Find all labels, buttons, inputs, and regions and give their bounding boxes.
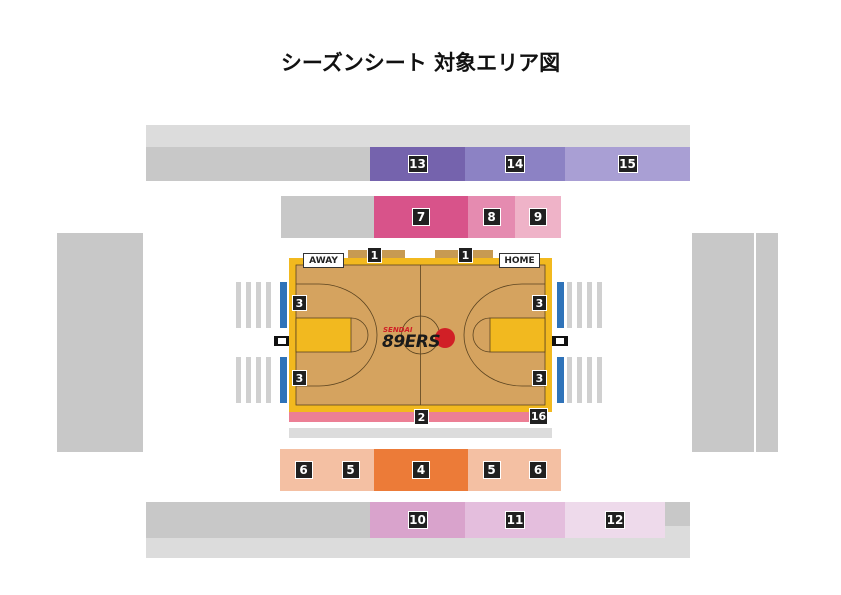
section-8-area[interactable]: 8 <box>468 196 515 238</box>
section-14-badge: 14 <box>506 156 524 172</box>
page-title: シーズンシート 対象エリア図 <box>280 51 561 75</box>
section-3-bottom-left-badge[interactable]: 3 <box>293 371 306 385</box>
court-drawing <box>289 258 552 412</box>
home-label: HOME <box>499 253 540 268</box>
right-stand-outer <box>756 233 778 452</box>
left-basket-icon <box>274 336 296 346</box>
section-6-right-area[interactable]: 6 <box>515 449 561 491</box>
bottom-stand-left <box>146 502 370 538</box>
left-stand <box>57 233 143 452</box>
section-12-area[interactable]: 12 <box>565 502 665 538</box>
section-5-left-badge: 5 <box>342 462 359 478</box>
section-9-badge: 9 <box>530 209 546 225</box>
section-4-badge: 4 <box>413 462 429 478</box>
section-5-left-area[interactable]: 5 <box>327 449 374 491</box>
section-11-area[interactable]: 11 <box>465 502 565 538</box>
logo-ball-icon <box>435 328 455 348</box>
right-stand-inner <box>692 233 754 452</box>
section-3-bottom-left-area[interactable] <box>280 357 287 403</box>
section-10-area[interactable]: 10 <box>370 502 465 538</box>
section-16-badge[interactable]: 16 <box>530 409 547 424</box>
logo-top-text: SENDAI <box>383 326 413 334</box>
section-2-area[interactable] <box>289 412 529 422</box>
right-end-seats-upper <box>567 282 611 328</box>
top-stand-left <box>146 147 370 181</box>
section-12-badge: 12 <box>606 512 624 528</box>
section-14-area[interactable]: 14 <box>465 147 565 181</box>
section-3-bottom-right-badge[interactable]: 3 <box>533 371 546 385</box>
top-lower-stand-left <box>281 196 374 238</box>
team-logo: SENDAI 89ERS <box>381 326 461 356</box>
section-3-top-right-area[interactable] <box>557 282 564 328</box>
section-2-badge: 2 <box>415 410 428 424</box>
right-basket-icon <box>546 336 568 346</box>
bottom-stand-floor <box>146 538 690 558</box>
section-8-badge: 8 <box>483 209 500 225</box>
section-6-left-badge: 6 <box>295 462 312 478</box>
logo-main-text: 89ERS <box>382 332 441 352</box>
bottom-stand-right-strip <box>665 526 690 538</box>
section-7-badge: 7 <box>413 209 429 225</box>
section-15-area[interactable]: 15 <box>565 147 690 181</box>
left-end-seats-upper <box>236 282 280 328</box>
section-1-right-badge[interactable]: 1 <box>459 248 472 262</box>
section-15-badge: 15 <box>618 156 637 172</box>
section-5-right-badge: 5 <box>483 462 500 478</box>
section-11-badge: 11 <box>506 512 524 528</box>
section-4-area[interactable]: 4 <box>374 449 468 491</box>
section-3-top-right-badge[interactable]: 3 <box>533 296 546 310</box>
top-stand-roof <box>146 125 690 147</box>
section-10-badge: 10 <box>408 512 427 528</box>
section-3-bottom-right-area[interactable] <box>557 357 564 403</box>
section-7-area[interactable]: 7 <box>374 196 468 238</box>
section-1-left-badge[interactable]: 1 <box>368 248 381 262</box>
section-5-right-area[interactable]: 5 <box>468 449 515 491</box>
section-3-top-left-area[interactable] <box>280 282 287 328</box>
section-9-area[interactable]: 9 <box>515 196 561 238</box>
section-3-top-left-badge[interactable]: 3 <box>293 296 306 310</box>
away-label: AWAY <box>303 253 344 268</box>
section-13-area[interactable]: 13 <box>370 147 465 181</box>
basketball-court <box>289 258 552 412</box>
section-6-right-badge: 6 <box>530 462 546 478</box>
section-6-left-area[interactable]: 6 <box>280 449 327 491</box>
bottom-stand-right-corner <box>665 502 690 526</box>
left-end-seats-lower <box>236 357 280 403</box>
press-row <box>289 428 552 438</box>
section-13-badge: 13 <box>408 156 427 172</box>
right-end-seats-lower <box>567 357 611 403</box>
